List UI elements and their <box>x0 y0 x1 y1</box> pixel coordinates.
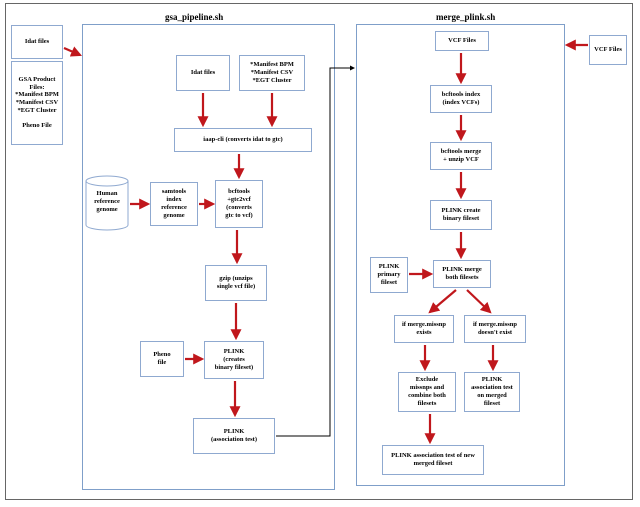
iaap-cli-box: iaap-cli (converts idat to gtc) <box>174 128 312 152</box>
plink-assoc-new-merged-box: PLINK association test of new merged fil… <box>382 445 484 475</box>
plink-create-binary-box: PLINK create binary fileset <box>430 200 492 230</box>
idat-files-box: Idat files <box>176 55 230 91</box>
plink-association-box: PLINK (association test) <box>193 418 275 454</box>
missnp-exists-box: if merge.missnp exists <box>394 315 454 343</box>
bcftools-index-box: bcftools index (index VCFs) <box>430 85 492 113</box>
gsa-pipeline-title: gsa_pipeline.sh <box>165 12 224 22</box>
human-reference-label: Human reference genome <box>94 190 120 213</box>
merge-plink-title: merge_plink.sh <box>436 12 496 22</box>
manifest-files-box: *Manifest BPM *Manifest CSV *EGT Cluster <box>239 55 305 91</box>
idat-files-input: Idat files <box>11 25 63 59</box>
plink-merge-box: PLINK merge both filesets <box>433 260 491 288</box>
bcftools-merge-box: bcftools merge + unzip VCF <box>430 142 492 170</box>
plink-assoc-merged-box: PLINK association test on merged fileset <box>464 372 520 412</box>
exclude-missnps-box: Exclude missnps and combine both fileset… <box>398 372 456 412</box>
missnp-not-exist-box: if merge.missnp doesn't exist <box>464 315 526 343</box>
vcf-files-box: VCF Files <box>435 31 489 51</box>
samtools-index-box: samtools index reference genome <box>150 182 198 226</box>
diagram-frame <box>5 3 633 500</box>
gzip-box: gzip (unzips single vcf file) <box>205 265 267 301</box>
vcf-files-input: VCF Files <box>589 35 627 65</box>
plink-create-box: PLINK (creates binary fileset) <box>204 341 264 379</box>
bcftools-gtc2vcf-box: bcftools +gtc2vcf (converts gtc to vcf) <box>215 180 263 228</box>
pheno-file-box: Pheno file <box>140 341 184 377</box>
gsa-product-files-input: GSA Product Files: *Manifest BPM *Manife… <box>11 61 63 145</box>
plink-primary-fileset-box: PLINK primary fileset <box>370 257 408 293</box>
merge-plink-panel <box>356 24 565 486</box>
